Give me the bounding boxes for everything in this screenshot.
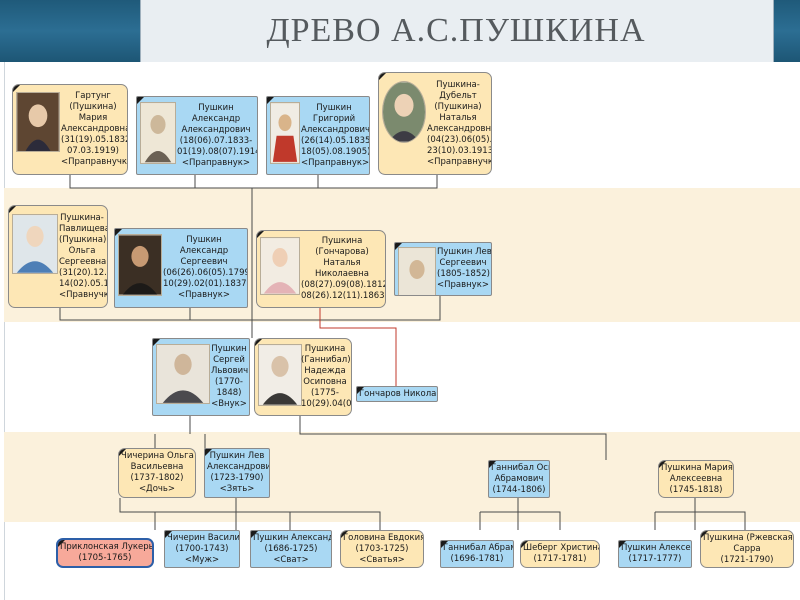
card-text: Гончаров Николай (359, 388, 438, 399)
person-card-gannibal-oa[interactable]: Ганнибал ОсипАбрамович(1744-1806) (488, 460, 550, 498)
collapse-marker (441, 541, 448, 548)
portrait-photo (140, 102, 176, 164)
card-text: Пушкин Александр(1686-1725)<Сват> (253, 532, 332, 565)
collapse-marker (267, 97, 274, 104)
card-text: Чичерин Василий(1700-1743)<Муж> (167, 532, 240, 565)
portrait-photo (12, 214, 58, 274)
title-panel (140, 0, 774, 62)
card-text: Головина Евдокия(1703-1725)<Сватья> (343, 532, 424, 565)
person-card-golovina[interactable]: Головина Евдокия(1703-1725)<Сватья> (340, 530, 424, 568)
page-title: ДРЕВО А.С.ПУШКИНА (266, 12, 646, 49)
collapse-marker (13, 85, 20, 92)
collapse-marker (379, 73, 386, 80)
person-card-gannibal-a[interactable]: Ганнибал Абрам(1696-1781) (440, 540, 514, 568)
card-text: Ганнибал Абрам(1696-1781) (443, 543, 514, 564)
person-card-priklonskaya[interactable]: Приклонская Лукерья(1705-1765) (56, 538, 154, 568)
card-text: Приклонская Лукерья(1705-1765) (60, 542, 154, 563)
person-card-pushkin-a[interactable]: Пушкин Александр(1686-1725)<Сват> (250, 530, 332, 568)
collapse-marker (341, 531, 348, 538)
card-text: Ганнибал ОсипАбрамович(1744-1806) (491, 462, 549, 495)
collapse-marker (257, 231, 264, 238)
portrait-photo (16, 92, 60, 152)
collapse-marker (659, 461, 666, 468)
portrait-photo (260, 237, 300, 295)
collapse-marker (9, 206, 16, 213)
person-card-rzhevskaya[interactable]: Пушкина (Ржевская)Сарра(1721-1790) (700, 530, 794, 568)
collapse-marker (137, 97, 144, 104)
card-text: Пушкина (Ржевская)Сарра(1721-1790) (703, 532, 794, 565)
person-card-chicherin-v[interactable]: Чичерин Василий(1700-1743)<Муж> (164, 530, 240, 568)
collapse-marker (619, 541, 626, 548)
collapse-marker (357, 387, 364, 394)
collapse-marker (255, 339, 262, 346)
collapse-marker (205, 449, 212, 456)
portrait-photo (258, 344, 302, 406)
collapse-marker (119, 449, 126, 456)
portrait-photo (398, 247, 436, 295)
portrait-photo (270, 102, 300, 164)
person-card-pushkin-al[interactable]: Пушкин Алексей(1717-1777) (618, 540, 692, 568)
collapse-marker (251, 531, 258, 538)
collapse-marker (115, 229, 122, 236)
collapse-marker (521, 541, 528, 548)
collapse-marker (58, 540, 65, 547)
portrait-photo (382, 81, 426, 143)
slide-header: ДРЕВО А.С.ПУШКИНА (0, 0, 800, 62)
person-card-sheberg[interactable]: Шеберг Христина(1717-1781) (520, 540, 600, 568)
collapse-marker (395, 243, 402, 250)
portrait-photo (118, 234, 162, 296)
portrait-photo (156, 344, 210, 404)
person-card-goncharov-n[interactable]: Гончаров Николай (356, 386, 438, 402)
collapse-marker (165, 531, 172, 538)
collapse-marker (489, 461, 496, 468)
collapse-marker (153, 339, 160, 346)
card-text: Шеберг Христина(1717-1781) (523, 543, 600, 564)
card-text: Пушкин Алексей(1717-1777) (621, 543, 692, 564)
collapse-marker (701, 531, 708, 538)
